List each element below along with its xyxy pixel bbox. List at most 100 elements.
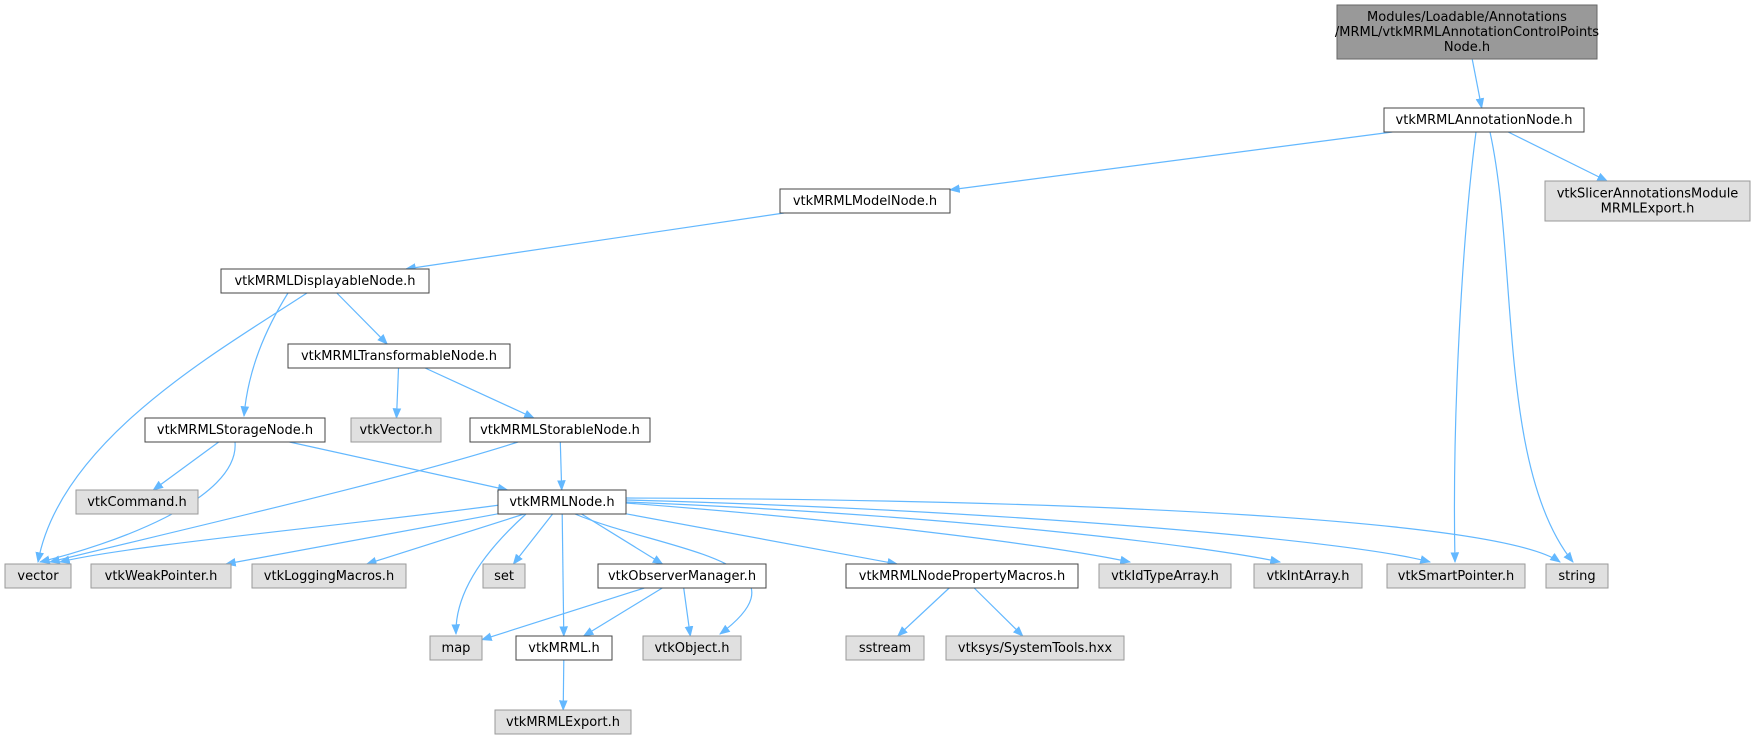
node-label: vtkMRMLStorableNode.h <box>480 423 640 438</box>
node-transformable-node[interactable]: vtkMRMLTransformableNode.h <box>287 343 511 369</box>
node-system-tools: vtksys/SystemTools.hxx <box>945 635 1125 661</box>
node-box <box>251 563 407 589</box>
node-label: vtkCommand.h <box>87 495 187 510</box>
node-label: vtkMRMLTransformableNode.h <box>301 349 497 364</box>
edge-storage_node-to-vector <box>38 441 236 564</box>
edge-model_node-to-displayable_node <box>404 212 785 272</box>
node-label: vtkObject.h <box>654 641 729 656</box>
node-box <box>845 563 1079 589</box>
node-box <box>287 343 511 369</box>
node-label: vtkMRMLStorageNode.h <box>157 423 313 438</box>
edge-observer_manager-to-map <box>480 587 645 641</box>
edge-storage_node-to-vtk_command <box>152 441 220 491</box>
edge-annotation_node-to-string <box>1489 131 1574 563</box>
node-box <box>4 563 72 589</box>
node-label: vtkMRMLAnnotationNode.h <box>1396 113 1573 128</box>
node-box <box>515 635 613 661</box>
node-box <box>220 268 430 294</box>
node-box <box>1545 563 1609 589</box>
node-label: vtkWeakPointer.h <box>105 569 218 584</box>
node-label: Node.h <box>1444 40 1490 55</box>
edge-displayable_node-to-storage_node <box>240 292 289 418</box>
edge-mrml_node-to-set <box>512 513 554 565</box>
edge-node_property_macros-to-system_tools <box>973 587 1024 637</box>
node-box <box>642 635 742 661</box>
node-set: set <box>482 563 526 589</box>
node-observer-manager[interactable]: vtkObserverManager.h <box>597 563 767 589</box>
node-mrml-node[interactable]: vtkMRMLNode.h <box>497 489 627 515</box>
node-box <box>469 417 651 443</box>
node-id-type-array: vtkIdTypeArray.h <box>1098 563 1232 589</box>
edge-transformable_node-to-storable_node <box>424 367 535 419</box>
edge-annotation_node-to-slicer_export <box>1507 131 1609 182</box>
node-label: Modules/Loadable/Annotations <box>1367 10 1567 25</box>
edge-mrml_node-to-id_type_array <box>625 502 1132 565</box>
node-displayable-node[interactable]: vtkMRMLDisplayableNode.h <box>220 268 430 294</box>
edge-annotation_node-to-smart_pointer <box>1450 131 1477 564</box>
node-box <box>494 709 632 735</box>
node-label: vtkMRMLModelNode.h <box>793 194 937 209</box>
node-label: vtkSmartPointer.h <box>1398 569 1514 584</box>
node-box <box>779 188 951 214</box>
node-sstream: sstream <box>845 635 925 661</box>
node-node-property-macros[interactable]: vtkMRMLNodePropertyMacros.h <box>845 563 1079 589</box>
node-vector: vector <box>4 563 72 589</box>
node-model-node[interactable]: vtkMRMLModelNode.h <box>779 188 951 214</box>
node-box <box>945 635 1125 661</box>
node-map: map <box>429 635 483 661</box>
edge-root-to-annotation_node <box>1471 58 1485 110</box>
edge-storage_node-to-mrml_node <box>289 441 509 493</box>
node-label: vtksys/SystemTools.hxx <box>958 641 1113 656</box>
node-vtk-mrml[interactable]: vtkMRML.h <box>515 635 613 661</box>
node-label: vtkMRMLNode.h <box>509 495 614 510</box>
edge-annotation_node-to-model_node <box>948 131 1393 193</box>
node-label: vector <box>17 569 59 584</box>
node-box <box>350 417 442 443</box>
edge-mrml_node-to-map <box>451 513 527 636</box>
node-label: vtkMRMLExport.h <box>506 715 620 730</box>
node-mrml-export: vtkMRMLExport.h <box>494 709 632 735</box>
edge-node_property_macros-to-sstream <box>897 587 950 637</box>
nodes-layer: Modules/Loadable/Annotations/MRML/vtkMRM… <box>4 4 1751 735</box>
node-label: map <box>442 641 471 656</box>
node-box <box>1383 107 1585 133</box>
edges-layer <box>35 58 1609 712</box>
node-box <box>1386 563 1526 589</box>
edge-transformable_node-to-vtk_vector <box>392 367 402 420</box>
edge-mrml_node-to-int_array <box>625 501 1282 565</box>
node-weak-pointer: vtkWeakPointer.h <box>90 563 232 589</box>
node-label: vtkObserverManager.h <box>608 569 756 584</box>
node-label: vtkMRMLNodePropertyMacros.h <box>859 569 1065 584</box>
node-label: vtkMRMLDisplayableNode.h <box>234 274 415 289</box>
node-label: vtkMRML.h <box>528 641 599 656</box>
edge-mrml_node-to-observer_manager <box>581 513 664 565</box>
edge-mrml_node-to-weak_pointer <box>224 513 499 567</box>
edge-vtk_mrml-to-mrml_export <box>558 659 568 712</box>
node-box <box>429 635 483 661</box>
node-logging-macros: vtkLoggingMacros.h <box>251 563 407 589</box>
node-annotation-node[interactable]: vtkMRMLAnnotationNode.h <box>1383 107 1585 133</box>
node-box <box>482 563 526 589</box>
edge-storable_node-to-mrml_node <box>557 441 566 492</box>
node-vtk-vector: vtkVector.h <box>350 417 442 443</box>
edge-mrml_node-to-string <box>625 497 1561 563</box>
node-label: string <box>1558 569 1595 584</box>
node-storage-node[interactable]: vtkMRMLStorageNode.h <box>144 417 326 443</box>
node-label: vtkLoggingMacros.h <box>264 569 394 584</box>
node-string: string <box>1545 563 1609 589</box>
edge-observer_manager-to-vtk_object <box>683 587 694 638</box>
node-label: vtkIdTypeArray.h <box>1111 569 1219 584</box>
node-label: MRMLExport.h <box>1601 202 1695 217</box>
node-vtk-object: vtkObject.h <box>642 635 742 661</box>
node-box <box>1253 563 1363 589</box>
node-storable-node[interactable]: vtkMRMLStorableNode.h <box>469 417 651 443</box>
node-box <box>144 417 326 443</box>
node-int-array: vtkIntArray.h <box>1253 563 1363 589</box>
edge-displayable_node-to-transformable_node <box>336 292 388 345</box>
node-box <box>845 635 925 661</box>
node-root: Modules/Loadable/Annotations/MRML/vtkMRM… <box>1335 4 1599 60</box>
edge-mrml_node-to-vtk_object <box>574 513 753 635</box>
edge-storable_node-to-vector <box>48 441 519 564</box>
node-label: vtkIntArray.h <box>1266 569 1349 584</box>
edge-mrml_node-to-vtk_mrml <box>559 513 568 638</box>
